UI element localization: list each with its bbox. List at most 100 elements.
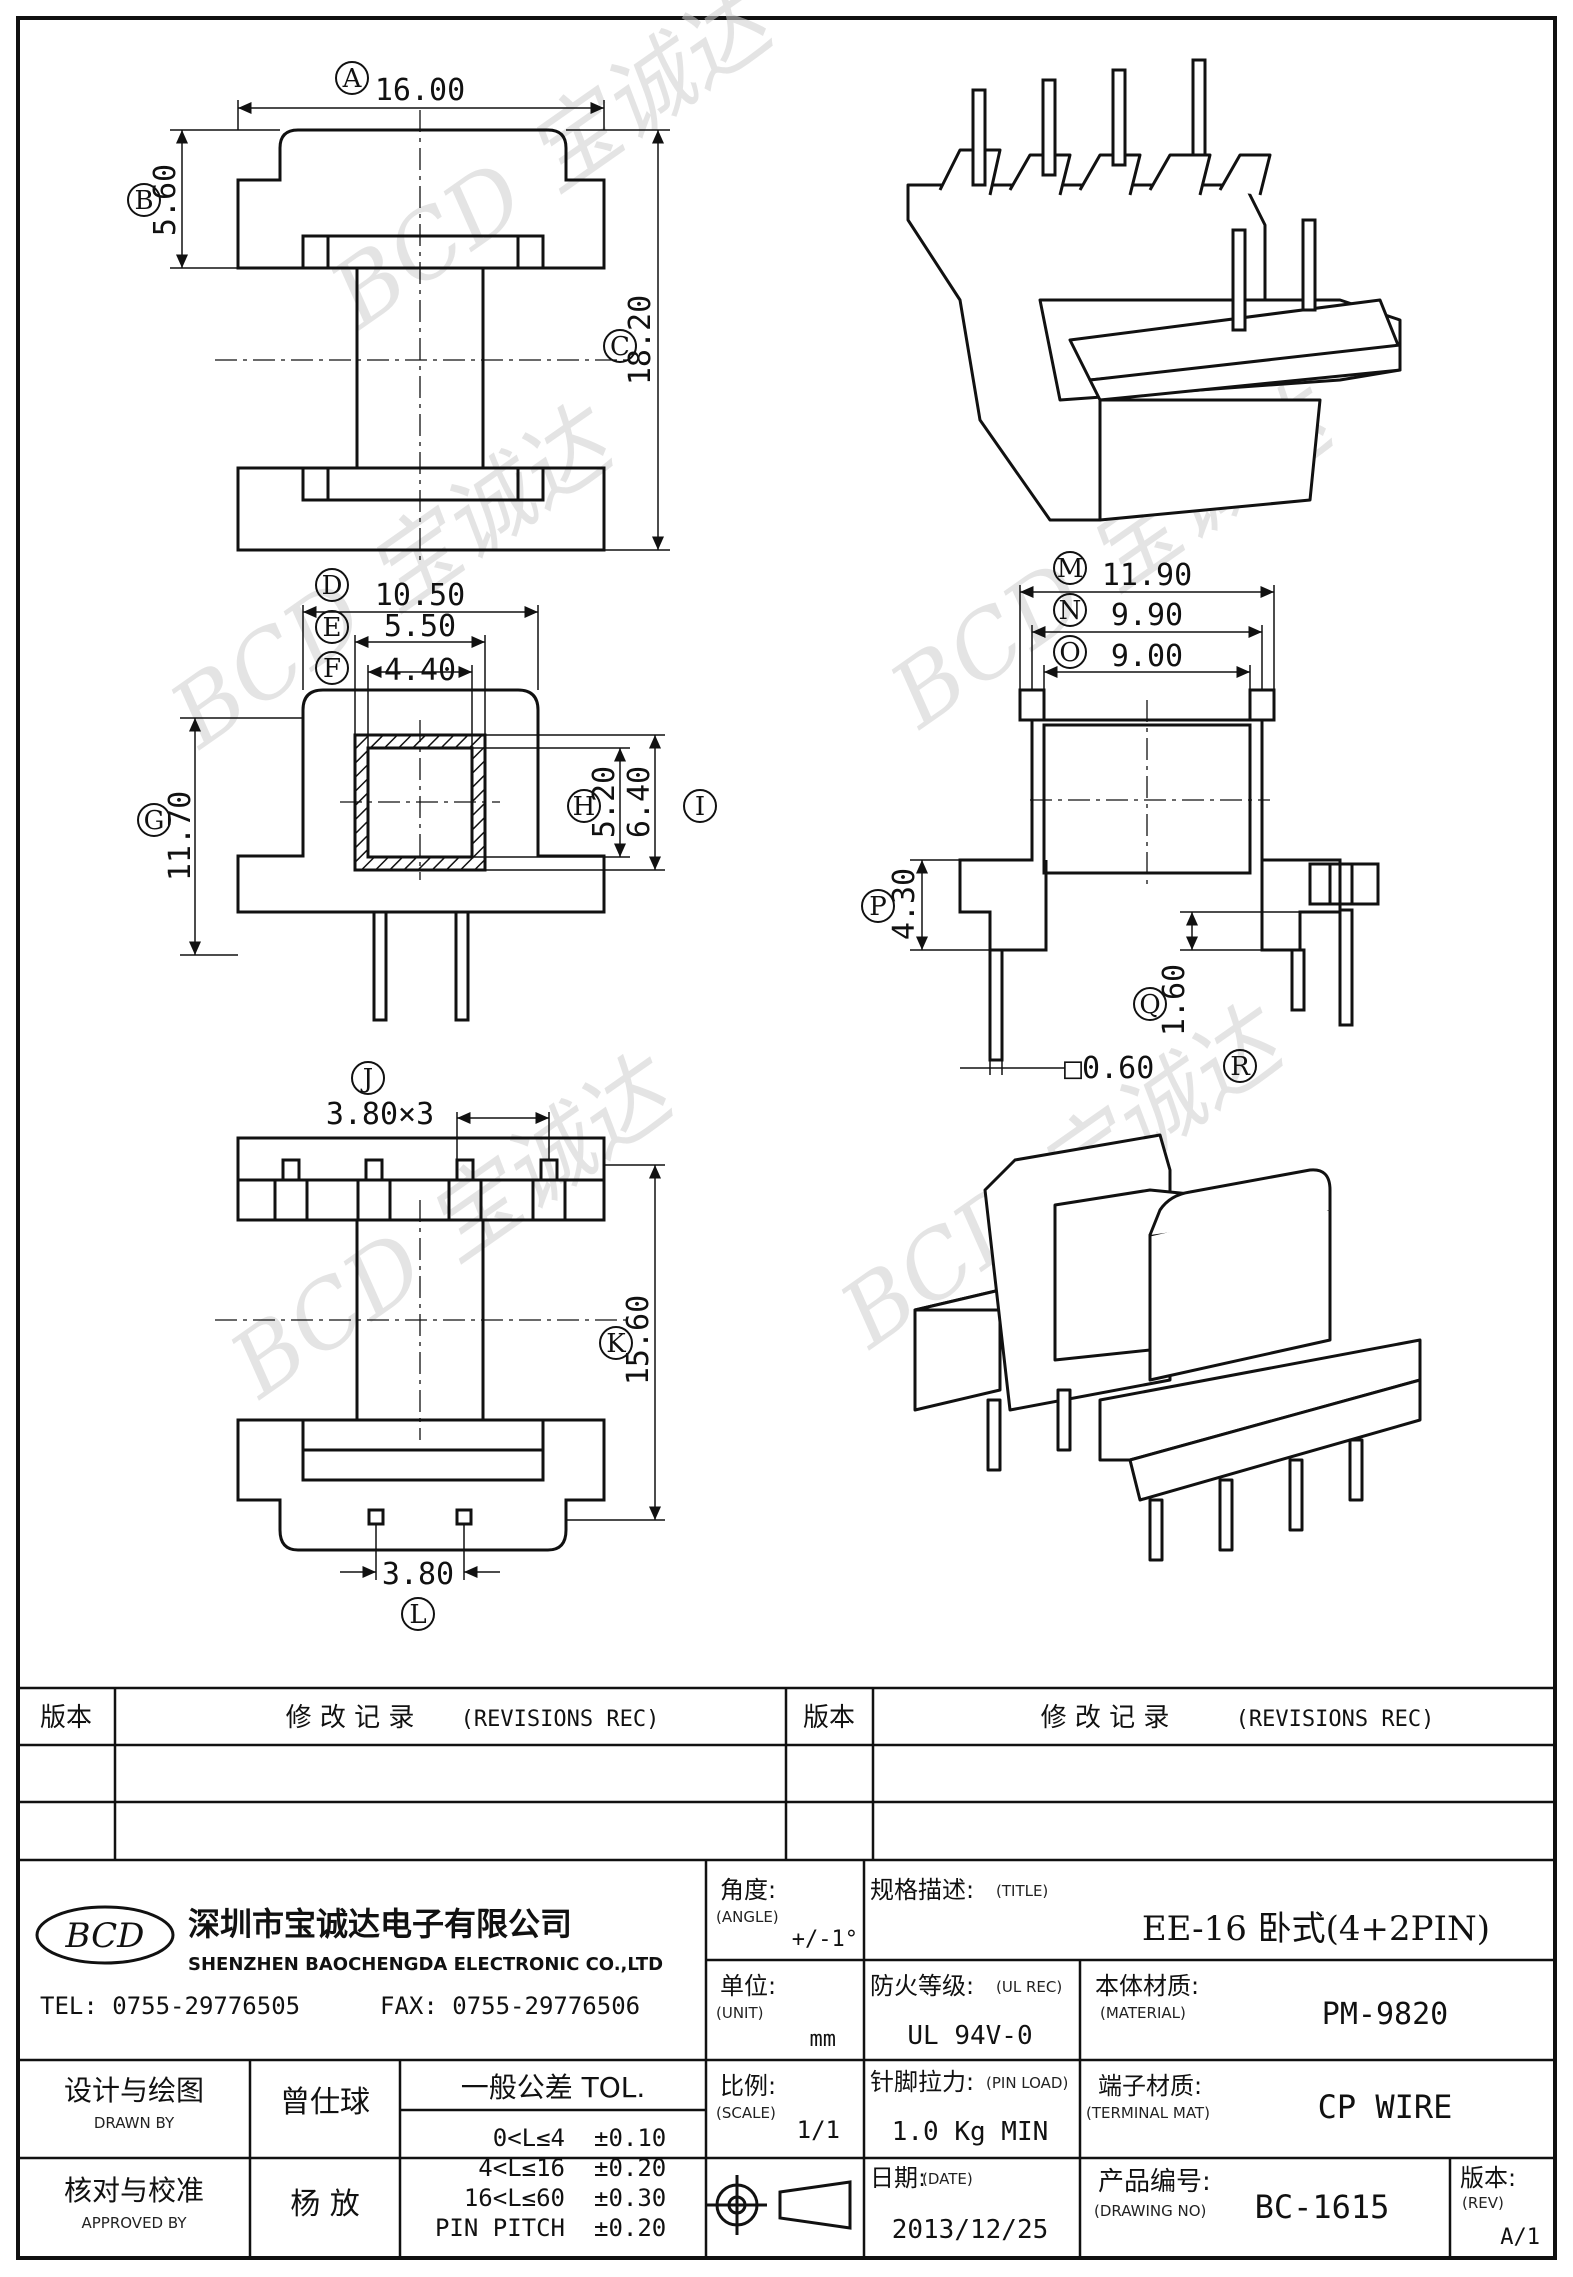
svg-text:修 改 记 录: 修 改 记 录 [1041, 1703, 1170, 1733]
svg-text:mm: mm [810, 2027, 837, 2052]
dim-B: B 5.60 [127, 164, 183, 236]
svg-text:比例:: 比例: [720, 2072, 776, 2100]
svg-text:O: O [1059, 638, 1080, 668]
svg-text:BCD: BCD [65, 1916, 145, 1956]
svg-text:针脚拉力:: 针脚拉力: [870, 2068, 974, 2096]
svg-text:11.70: 11.70 [163, 791, 198, 881]
svg-text:4<L≤16: 4<L≤16 [478, 2154, 565, 2182]
svg-text:一般公差 TOL.: 一般公差 TOL. [461, 2071, 646, 2104]
pin-load-cell: 针脚拉力: (PIN LOAD) 1.0 Kg MIN [870, 2068, 1068, 2147]
svg-text:(PIN LOAD): (PIN LOAD) [986, 2074, 1068, 2092]
svg-text:A: A [342, 64, 363, 94]
svg-text:单位:: 单位: [720, 1972, 776, 2000]
svg-text:±0.20: ±0.20 [594, 2154, 666, 2182]
svg-text:18.20: 18.20 [623, 295, 658, 385]
svg-text:L: L [409, 1600, 426, 1630]
svg-text:版本: 版本 [40, 1703, 92, 1733]
svg-text:PM-9820: PM-9820 [1322, 1997, 1448, 2032]
svg-text:本体材质:: 本体材质: [1095, 1972, 1199, 2000]
drawn-cell: 设计与绘图 DRAWN BY 曾仕球 [64, 2074, 370, 2132]
svg-text:11.90: 11.90 [1102, 558, 1192, 593]
title-block-grid [18, 1860, 1555, 2258]
svg-text:G: G [144, 806, 165, 836]
svg-text:(TITLE): (TITLE) [996, 1882, 1048, 1900]
svg-text:C: C [610, 332, 630, 362]
svg-text:16.00: 16.00 [375, 73, 465, 108]
title-cell: 规格描述: (TITLE) EE-16 卧式(4+2PIN) [870, 1876, 1490, 1949]
dim-M: M 11.90 [1053, 551, 1192, 593]
svg-text:0<L≤4: 0<L≤4 [493, 2124, 565, 2152]
view-iso-bottom [913, 1133, 1422, 1562]
svg-text:R: R [1230, 1052, 1251, 1082]
svg-text:Q: Q [1139, 990, 1160, 1020]
svg-text:A/1: A/1 [1500, 2225, 1540, 2250]
dim-N: N 9.90 [1053, 593, 1183, 633]
material-cell: 本体材质: (MATERIAL) PM-9820 [1095, 1972, 1448, 2032]
svg-text:□0.60: □0.60 [1064, 1051, 1154, 1086]
dim-Q: Q 1.60 [1133, 964, 1192, 1036]
svg-text:防火等级:: 防火等级: [870, 1972, 974, 2000]
svg-text:M: M [1057, 554, 1084, 584]
svg-text:角度:: 角度: [720, 1876, 776, 1904]
svg-text:±0.10: ±0.10 [594, 2124, 666, 2152]
svg-text:端子材质:: 端子材质: [1098, 2072, 1202, 2100]
sheet-border [16, 16, 1557, 2260]
tolerance-cell: 一般公差 TOL. 0<L≤4 ±0.10 4<L≤16 ±0.20 16<L≤… [435, 2071, 666, 2242]
dims-front [170, 100, 670, 551]
svg-text:P: P [869, 892, 887, 922]
svg-text:UL 94V-0: UL 94V-0 [907, 2021, 1032, 2051]
svg-text:3.80×3: 3.80×3 [326, 1097, 434, 1132]
svg-text:(DRAWING NO): (DRAWING NO) [1094, 2202, 1206, 2220]
dims-end [910, 585, 1300, 1075]
view-iso-top [906, 148, 1402, 522]
svg-text:深圳市宝诚达电子有限公司: 深圳市宝诚达电子有限公司 [188, 1905, 572, 1943]
dim-L: 3.80 L [382, 1557, 454, 1631]
svg-text:(REVISIONS REC): (REVISIONS REC) [461, 1707, 660, 1732]
svg-text:SHENZHEN BAOCHENGDA ELECTRONIC: SHENZHEN BAOCHENGDA ELECTRONIC CO.,LTD [188, 1954, 663, 1975]
svg-text:BCD 宝诚达: BCD 宝诚达 [311, 0, 797, 349]
svg-text:16<L≤60: 16<L≤60 [464, 2184, 565, 2212]
svg-text:规格描述:: 规格描述: [870, 1876, 974, 1904]
svg-text:核对与校准: 核对与校准 [64, 2174, 204, 2207]
view-iso-top-pins [971, 58, 1317, 332]
svg-text:E: E [323, 613, 342, 643]
dims-top [340, 1112, 665, 1580]
svg-text:PIN PITCH: PIN PITCH [435, 2214, 565, 2242]
dim-I: I 6.40 [622, 766, 717, 838]
svg-text:TEL: 0755-29776505: TEL: 0755-29776505 [40, 1992, 300, 2020]
svg-text:(DATE): (DATE) [922, 2170, 973, 2188]
ul-cell: 防火等级: (UL REC) UL 94V-0 [870, 1972, 1062, 2051]
svg-text:(SCALE): (SCALE) [716, 2104, 776, 2122]
drawing-no-cell: 产品编号: (DRAWING NO) BC-1615 [1094, 2167, 1389, 2226]
svg-text:I: I [695, 792, 705, 822]
svg-text:FAX: 0755-29776506: FAX: 0755-29776506 [380, 1992, 640, 2020]
dim-K: K 15.60 [599, 1295, 656, 1385]
dim-A: A 16.00 [335, 61, 465, 108]
revision-table [18, 1686, 1555, 1862]
dim-G: G 11.70 [137, 791, 198, 881]
svg-text:日期:: 日期: [870, 2164, 926, 2192]
svg-text:(ANGLE): (ANGLE) [716, 1908, 779, 1926]
svg-text:4.40: 4.40 [384, 653, 456, 688]
scale-cell: 比例: (SCALE) 1/1 [716, 2072, 840, 2144]
svg-text:1.0 Kg MIN: 1.0 Kg MIN [892, 2117, 1049, 2147]
svg-text:(REVISIONS REC): (REVISIONS REC) [1236, 1707, 1435, 1732]
dim-E: E 5.50 [315, 609, 456, 644]
svg-text:杨 放: 杨 放 [290, 2187, 360, 2222]
svg-text:10.50: 10.50 [375, 578, 465, 613]
svg-text:产品编号:: 产品编号: [1098, 2167, 1211, 2197]
svg-text:±0.20: ±0.20 [594, 2214, 666, 2242]
svg-text:(TERMINAL MAT): (TERMINAL MAT) [1086, 2104, 1210, 2122]
svg-text:±0.30: ±0.30 [594, 2184, 666, 2212]
svg-text:CP WIRE: CP WIRE [1318, 2088, 1453, 2126]
view-front [215, 110, 630, 560]
dim-F: F 4.40 [315, 651, 456, 688]
svg-text:DRAWN BY: DRAWN BY [94, 2114, 175, 2132]
svg-text:(MATERIAL): (MATERIAL) [1100, 2004, 1186, 2022]
svg-text:B: B [134, 186, 153, 216]
svg-text:设计与绘图: 设计与绘图 [64, 2074, 204, 2107]
view-side [236, 688, 606, 1022]
svg-text:1/1: 1/1 [797, 2116, 840, 2144]
svg-text:9.90: 9.90 [1111, 598, 1183, 633]
dim-J: J 3.80×3 [326, 1061, 434, 1132]
